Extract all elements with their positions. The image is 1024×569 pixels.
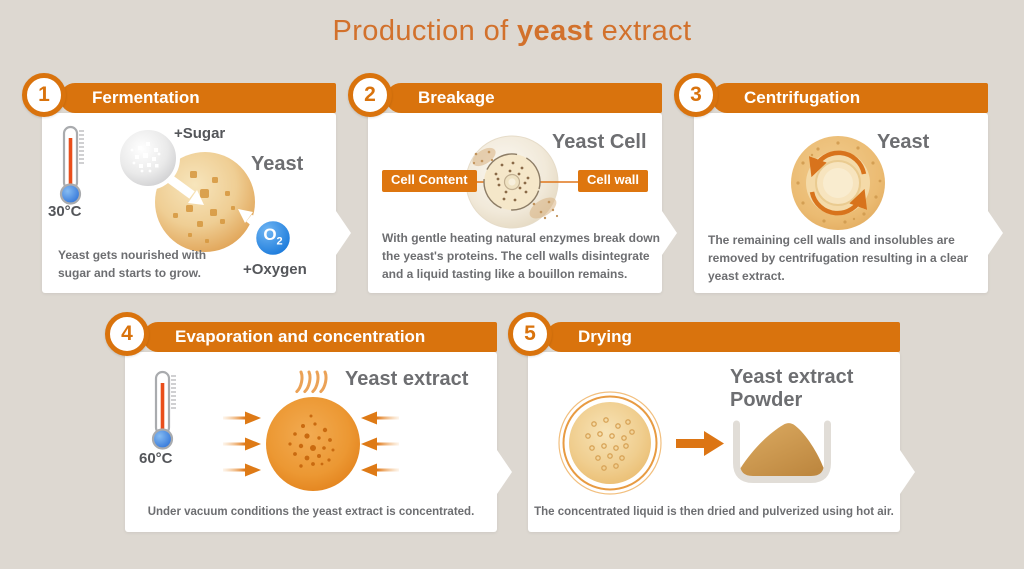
thermometer-icon (59, 125, 84, 205)
step-body: O2 +Sugar Yeast +Oxygen 30°C Yeast gets … (42, 113, 351, 293)
arrow-right-icon (676, 431, 724, 456)
step-caption: Yeast gets nourished with sugar and star… (58, 248, 207, 280)
powder-vessel-icon (733, 420, 831, 483)
step-body: Yeast extract Powder The concentrated li… (528, 352, 915, 532)
oxygen-label: +Oxygen (243, 261, 307, 278)
temperature-label: 60°C (139, 450, 173, 467)
centrifuge-icon (791, 136, 885, 230)
step-caption: With gentle heating natural enzymes brea… (382, 231, 660, 281)
yeast-extract-powder-label-line1: Yeast extract (730, 366, 854, 388)
yeast-cell-diagram-icon (465, 135, 578, 229)
step-header: Evaporation and concentration (143, 322, 497, 352)
yeast-extract-ball-icon (266, 397, 360, 491)
yeast-cell-label: Yeast Cell (552, 131, 647, 153)
step-number-badge: 5 (508, 312, 552, 356)
step-number-badge: 2 (348, 73, 392, 117)
cell-wall-tag: Cell wall (578, 170, 649, 192)
next-step-arrow (497, 450, 512, 494)
next-step-arrow (988, 211, 1003, 255)
yeast-ball-icon (155, 152, 255, 252)
step-body: Yeast Cell Cell Content Cell wall With g… (368, 113, 677, 293)
step-number-badge: 4 (105, 312, 149, 356)
steam-icon (295, 370, 328, 394)
step-header: Centrifugation (712, 83, 988, 113)
rotation-arrows-icon (808, 150, 868, 216)
page-title: Production of yeast extract (0, 15, 1024, 48)
next-step-arrow (662, 211, 677, 255)
drying-illustration (558, 391, 831, 495)
step-header: Breakage (386, 83, 662, 113)
step-panel-centrifugation: Centrifugation 3 (674, 73, 1003, 293)
temperature-label: 30°C (48, 203, 82, 220)
step-panel-breakage: Breakage 2 (348, 73, 677, 293)
thermometer-icon (151, 370, 176, 450)
breakage-illustration (465, 135, 578, 229)
next-step-arrow (336, 211, 351, 255)
title-post: extract (593, 15, 692, 47)
step-title: Drying (578, 327, 632, 346)
next-step-arrow (900, 450, 915, 494)
step-title: Evaporation and concentration (175, 327, 426, 346)
cell-content-tag: Cell Content (382, 170, 477, 192)
step-header: Fermentation (60, 83, 336, 113)
pressure-arrows-icon (223, 411, 399, 477)
yeast-extract-powder-label-line2: Powder (730, 389, 803, 411)
step-caption: Under vacuum conditions the yeast extrac… (147, 506, 475, 518)
sugar-label: +Sugar (174, 125, 226, 142)
step-title: Breakage (418, 88, 495, 107)
sugar-ball-icon (116, 126, 180, 190)
step-panel-fermentation: Fermentation 1 (22, 73, 351, 293)
yeast-label: Yeast (877, 131, 930, 153)
step-header: Drying (546, 322, 900, 352)
step-body: Yeast extract 60°C Under vacuum conditio… (125, 352, 512, 532)
evaporation-illustration (151, 370, 399, 491)
step-title: Centrifugation (744, 88, 861, 107)
fermentation-illustration (59, 125, 294, 259)
step-body: Yeast The remaining cell walls and insol… (694, 113, 1003, 293)
o2-label: O2 (263, 225, 283, 248)
step-title: Fermentation (92, 88, 200, 107)
step-caption: The remaining cell walls and insolubles … (708, 233, 969, 283)
title-bold: yeast (517, 15, 594, 47)
step-number-badge: 1 (22, 73, 66, 117)
yeast-extract-label: Yeast extract (345, 368, 469, 390)
step-caption: The concentrated liquid is then dried an… (534, 506, 894, 518)
step-panel-drying: Drying 5 (508, 312, 915, 532)
step-number-badge: 3 (674, 73, 718, 117)
centrifugation-illustration (791, 136, 885, 230)
oxygen-ball-icon (252, 217, 294, 259)
yeast-label: Yeast (251, 153, 304, 175)
concentrate-ball-icon (558, 391, 662, 495)
step-panel-evaporation: Evaporation and concentration 4 (105, 312, 512, 532)
title-pre: Production of (332, 15, 518, 47)
